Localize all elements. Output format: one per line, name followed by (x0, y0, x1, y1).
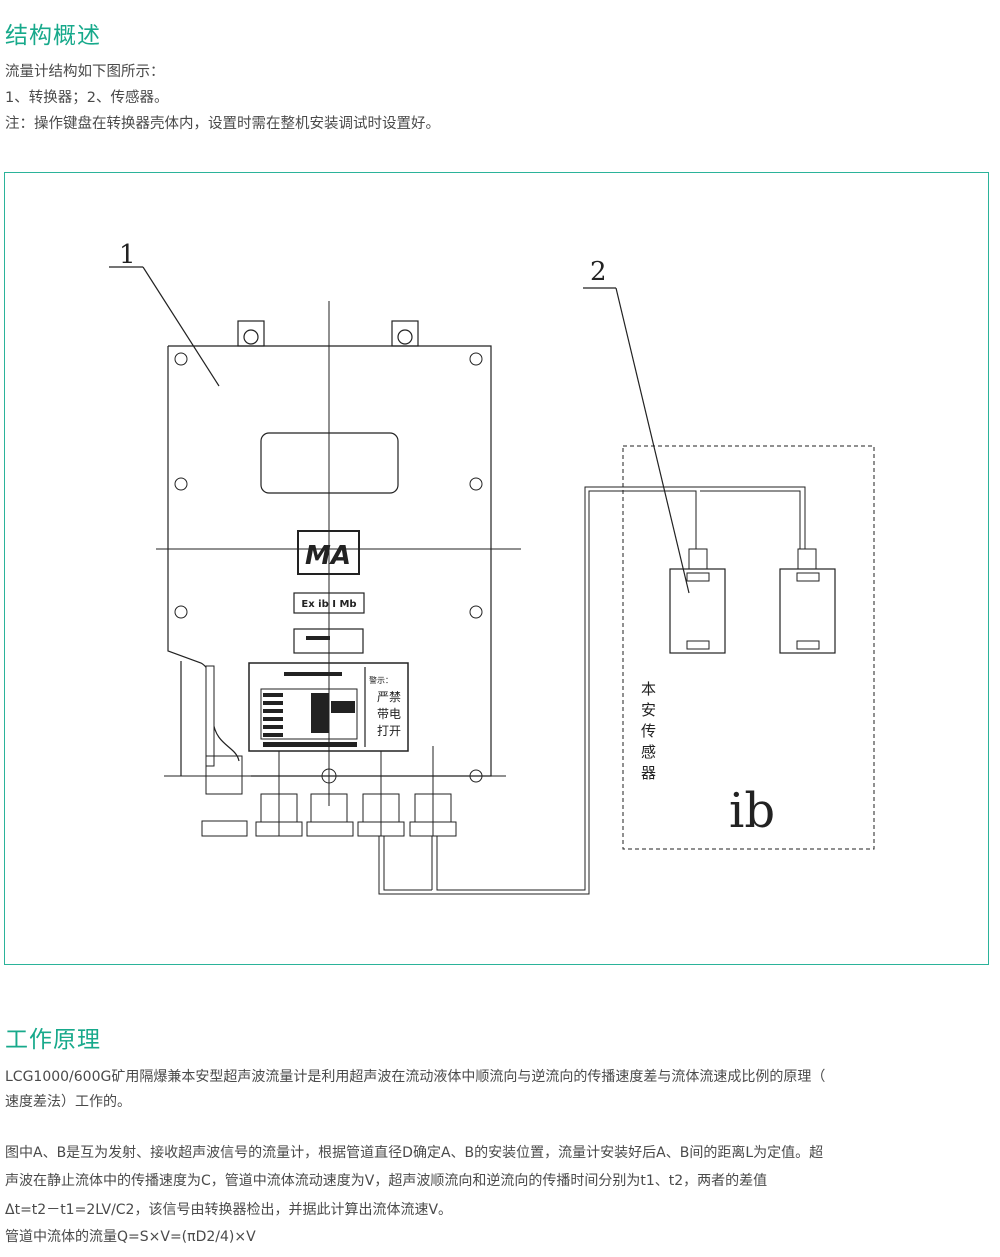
sensor-box-label-char: 安 (641, 701, 656, 719)
sensor-box-label-char: 传 (641, 722, 656, 740)
structure-parts: 1、转换器；2、传感器。 (5, 90, 169, 106)
sensor-box-label-char: 本 (641, 680, 656, 698)
section-title-principle: 工作原理 (5, 1027, 101, 1053)
structure-intro: 流量计结构如下图所示： (5, 64, 165, 80)
flow-formula: 管道中流体的流量Q=S×V=(πD2/4)×V (5, 1229, 256, 1245)
sensor-box-label-char: 器 (641, 764, 656, 782)
principle-paragraph-line: Δt=t2－t1=2LV/C2，该信号由转换器检出，并据此计算出流体流速V。 (5, 1202, 453, 1218)
structure-diagram-frame: 1 2 MA Ex ib I Mb (4, 172, 989, 965)
principle-paragraph-line: LCG1000/600G矿用隔爆兼本安型超声波流量计是利用超声波在流动液体中顺流… (5, 1069, 826, 1085)
ex-mark: Ex ib I Mb (301, 599, 356, 610)
sensor-box-label-char: 感 (641, 743, 656, 761)
structure-note: 注：操作键盘在转换器壳体内，设置时需在整机安装调试时设置好。 (5, 116, 440, 132)
label-sensor: 2 (590, 257, 607, 287)
section-title-structure: 结构概述 (5, 23, 101, 49)
converter-body: MA Ex ib I Mb 警示： 严禁 带电 打开 (156, 301, 521, 837)
principle-paragraph-line: 声波在静止流体中的传播速度为C，管道中流体流动速度为V，超声波顺流向和逆流向的传… (5, 1173, 768, 1189)
warning-title: 警示： (369, 675, 393, 685)
sensor-b (779, 548, 836, 654)
sensor-a (669, 548, 726, 654)
principle-paragraph-line: 图中A、B是互为发射、接收超声波信号的流量计，根据管道直径D确定A、B的安装位置… (5, 1145, 824, 1161)
sensor-enclosure (622, 445, 875, 850)
warning-line: 严禁 (377, 690, 401, 704)
label-converter: 1 (119, 240, 136, 270)
ma-logo: MA (305, 541, 351, 571)
cable-glands (201, 746, 457, 837)
principle-paragraph-line: 速度差法）工作的。 (5, 1094, 131, 1110)
structure-diagram: 1 2 MA Ex ib I Mb (109, 240, 875, 895)
sensor-cable (378, 486, 806, 895)
ib-mark: ib (729, 783, 775, 839)
warning-line: 带电 (377, 707, 401, 721)
warning-line: 打开 (377, 724, 401, 738)
